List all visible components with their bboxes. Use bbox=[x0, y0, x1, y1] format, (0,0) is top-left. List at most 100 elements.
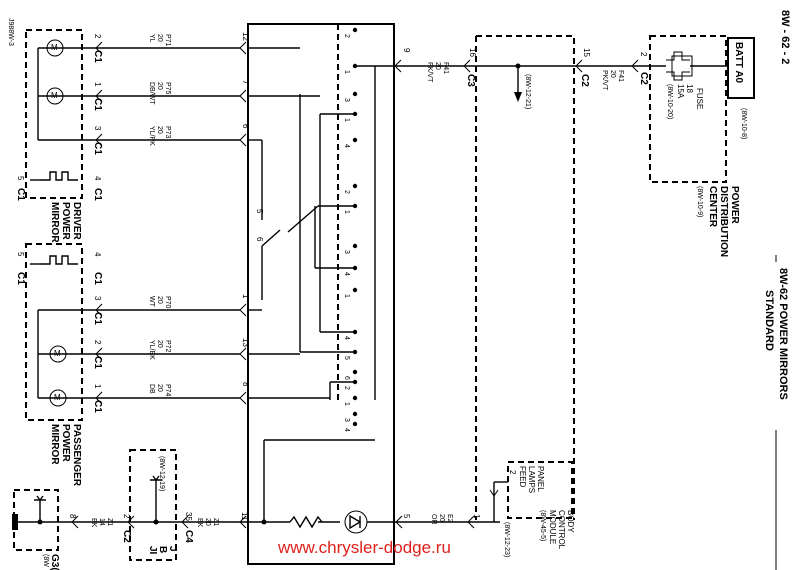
switch-contact-label: 2 bbox=[343, 34, 350, 38]
circuit-p70: P70 bbox=[164, 296, 171, 309]
switch-contact-label: 1 bbox=[343, 294, 350, 298]
lamp-connector-symbols bbox=[395, 515, 475, 529]
lamp-color: OR bbox=[430, 514, 437, 525]
panel-lamps-box bbox=[507, 461, 573, 519]
circuit-p74: P74 bbox=[164, 384, 171, 397]
gauge-p70: 20 bbox=[156, 296, 163, 304]
mirror-pin-p72: 2 bbox=[93, 340, 102, 345]
junction-splice bbox=[153, 519, 159, 525]
color-p73: YL/PK bbox=[148, 126, 155, 146]
mirror-conn-p75: C1 bbox=[92, 98, 103, 111]
dimmer-resistor bbox=[289, 515, 323, 529]
switch-ground-splice bbox=[261, 519, 267, 525]
switch-contact-label: 1 bbox=[343, 118, 350, 122]
driver-line1: DRIVER bbox=[71, 202, 82, 241]
ground-splice bbox=[37, 519, 43, 525]
switch-pin-p73: 6 bbox=[241, 124, 250, 129]
circuit-p71: P71 bbox=[164, 34, 171, 47]
switch-gnd-pin: 11 bbox=[240, 512, 249, 521]
switch-contact bbox=[352, 137, 358, 143]
switch-pin-p74: 8 bbox=[241, 382, 250, 387]
connector-symbol-p73 bbox=[95, 133, 247, 147]
passenger-mirror-box bbox=[25, 243, 83, 421]
gauge-p73: 20 bbox=[156, 126, 163, 134]
gnd-gauge-a: 14 bbox=[98, 518, 105, 526]
pass-heat-c1-a: C1 bbox=[15, 272, 26, 285]
circuit-p73: P73 bbox=[164, 126, 171, 139]
bcm-outline bbox=[476, 35, 575, 520]
figure-code: J988W-3 bbox=[7, 18, 14, 46]
gnd-gauge-b: 20 bbox=[204, 518, 211, 526]
gauge-p75: 20 bbox=[156, 82, 163, 90]
lamp-gauge: 20 bbox=[438, 514, 445, 522]
section-subtitle: STANDARD bbox=[763, 290, 775, 351]
ground-ref: (8W bbox=[42, 554, 49, 567]
switch-contact-label: 3 bbox=[343, 418, 350, 422]
c4-label: C4 bbox=[183, 530, 194, 543]
c2-gnd-pin: 2 bbox=[122, 514, 131, 519]
gauge-p72: 20 bbox=[156, 340, 163, 348]
batt-ref: (8W-10-8) bbox=[740, 108, 747, 139]
switch-contact-label: 1 bbox=[343, 210, 350, 214]
switch-contact-label: 2 bbox=[343, 386, 350, 390]
bcm-line3: MODULE bbox=[548, 510, 557, 544]
c3-label: C3 bbox=[465, 74, 476, 87]
junction-ref: (8W-12-19) bbox=[158, 456, 165, 491]
bcm-pin: 1 bbox=[472, 514, 481, 519]
circuit-p72: P72 bbox=[164, 340, 171, 353]
panel-lamps-pin: 2 bbox=[508, 470, 517, 475]
lamp-symbol bbox=[344, 510, 368, 534]
lamp-feed-arrow bbox=[489, 489, 499, 497]
panel-lamps-line2: LAMPS bbox=[527, 466, 536, 493]
pdc-line3: CENTER bbox=[707, 186, 718, 228]
switch-contact-label: 4 bbox=[343, 272, 350, 276]
switch-lamp-pin: 5 bbox=[402, 514, 411, 519]
pdc-conn: C2 bbox=[638, 72, 649, 85]
mirror-conn-p72: C1 bbox=[92, 356, 103, 369]
fuse-outline bbox=[671, 55, 693, 77]
connector-symbol-p71 bbox=[95, 41, 247, 55]
bcm-line1: BODY bbox=[566, 510, 575, 533]
page-number: 8W - 62 - 2 bbox=[779, 10, 791, 64]
gnd-color-a: BK bbox=[90, 518, 97, 528]
ground-symbol-top bbox=[34, 495, 46, 501]
color-p74: DB bbox=[148, 384, 155, 394]
passenger-line3: MIRROR bbox=[49, 424, 60, 465]
switch-contact-label: 1 bbox=[343, 70, 350, 74]
switch-feed-pin: 9 bbox=[402, 48, 411, 53]
mirror-pin-p75: 1 bbox=[93, 82, 102, 87]
driver-heat-pin-a: 5 bbox=[16, 176, 25, 181]
junction-line3: JI bbox=[147, 546, 158, 555]
pass-heat-c1-b: C1 bbox=[92, 272, 103, 285]
c2-label: C2 bbox=[579, 74, 590, 87]
feed-color-a: PK/VT bbox=[601, 70, 608, 91]
switch-contact bbox=[352, 27, 358, 33]
switch-contact bbox=[352, 91, 358, 97]
feed-connector-symbols bbox=[394, 59, 639, 73]
junction-symbol bbox=[150, 475, 162, 481]
switch-contact-label: 3 bbox=[343, 98, 350, 102]
pass-heat-pin-a: 5 bbox=[16, 252, 25, 257]
mirror-conn-p71: C1 bbox=[92, 50, 103, 63]
svg-text:5: 5 bbox=[255, 209, 264, 214]
svg-text:6: 6 bbox=[255, 237, 264, 242]
lamp-diode bbox=[349, 514, 362, 530]
ground-pin: 8 bbox=[68, 514, 77, 519]
switch-contact-label: 3 bbox=[343, 250, 350, 254]
switch-contact-label: 4 bbox=[343, 144, 350, 148]
driver-mirror-internals bbox=[30, 39, 90, 181]
bcm-ref: (8W-45-5) bbox=[539, 510, 546, 541]
driver-line2: POWER bbox=[60, 202, 71, 241]
feed-gauge-b: 20 bbox=[434, 62, 441, 70]
c2-gnd-label: C2 bbox=[121, 530, 132, 543]
section-title: 8W-62 POWER MIRRORS bbox=[777, 268, 789, 400]
switch-pin-p70: 1 bbox=[241, 294, 250, 299]
switch-contact-label: 5 bbox=[343, 356, 350, 360]
switch-contact-label: 4 bbox=[343, 336, 350, 340]
passenger-mirror-internals bbox=[30, 255, 90, 407]
gauge-p71: 20 bbox=[156, 34, 163, 42]
switch-contact bbox=[352, 421, 358, 427]
junction-box bbox=[129, 449, 177, 561]
